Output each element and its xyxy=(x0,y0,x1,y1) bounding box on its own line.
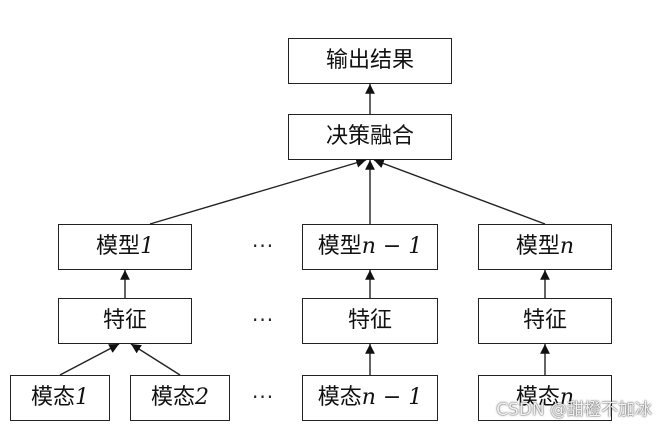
output-result-box: 输出结果 xyxy=(288,38,452,84)
model-n-minus-1-box: 模型n − 1 xyxy=(302,224,438,270)
feature-1-label: 特征 xyxy=(102,308,147,333)
model-1-box: 模型1 xyxy=(58,224,192,270)
modality-1-label: 模态1 xyxy=(30,385,89,410)
model-n-minus-1-label: 模型n − 1 xyxy=(317,234,423,259)
arrow-modal2-to-feature1 xyxy=(130,343,181,376)
output-result-label: 输出结果 xyxy=(325,48,414,73)
modality-2-label: 模态2 xyxy=(150,385,209,410)
arrow-model1-to-fusion xyxy=(149,158,367,225)
feature-1-box: 特征 xyxy=(58,298,192,344)
arrow-modal1-to-feature1 xyxy=(59,343,120,376)
feature-2-label: 特征 xyxy=(347,308,392,333)
modality-n-minus-1-box: 模态n − 1 xyxy=(302,375,438,421)
modality-2-box: 模态2 xyxy=(130,375,230,421)
feature-3-label: 特征 xyxy=(522,308,567,333)
feature-ellipsis: ··· xyxy=(252,308,275,332)
modality-n-label: 模态n xyxy=(515,385,575,410)
modality-ellipsis: ··· xyxy=(252,385,275,409)
model-ellipsis: ··· xyxy=(252,234,275,258)
modality-n-box: 模态n xyxy=(478,375,612,421)
model-n-label: 模型n xyxy=(515,234,575,259)
modality-1-box: 模态1 xyxy=(10,375,110,421)
model-n-box: 模型n xyxy=(478,224,612,270)
feature-3-box: 特征 xyxy=(478,298,612,344)
model-1-label: 模型1 xyxy=(95,234,154,259)
decision-fusion-box: 决策融合 xyxy=(288,114,452,160)
csdn-watermark: CSDN @甜橙不加冰 xyxy=(496,400,652,420)
decision-fusion-label: 决策融合 xyxy=(325,124,414,149)
modality-n-minus-1-label: 模态n − 1 xyxy=(317,385,423,410)
arrow-modeln-to-fusion xyxy=(373,158,546,225)
feature-2-box: 特征 xyxy=(302,298,438,344)
